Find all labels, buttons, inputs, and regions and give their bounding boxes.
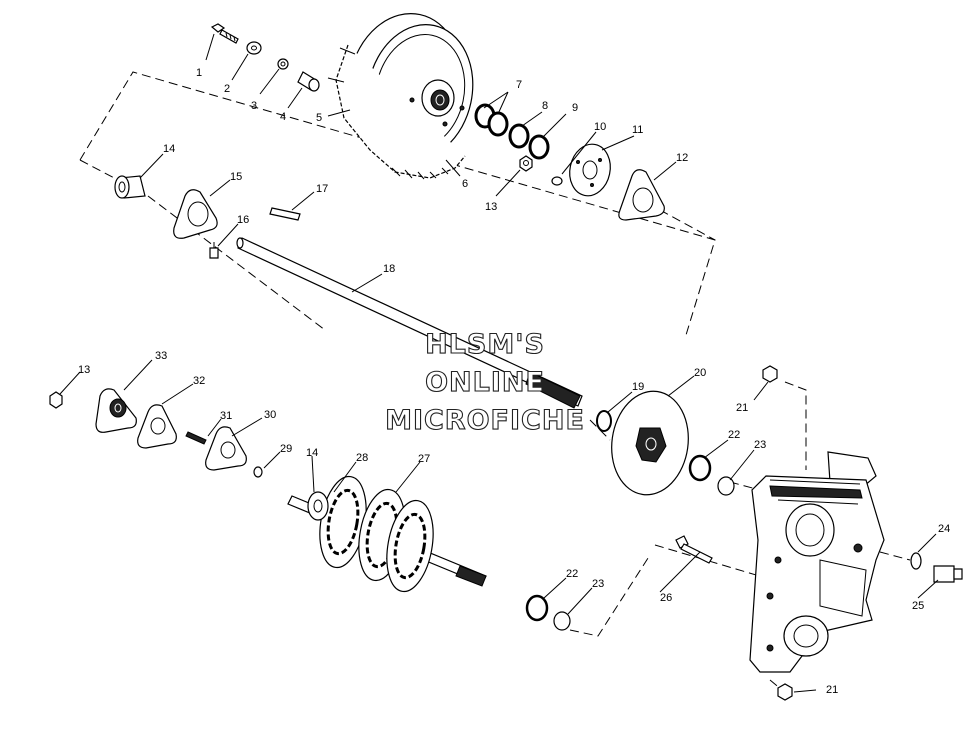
callout-3: 3: [251, 100, 257, 112]
watermark-line-2: ONLINE: [425, 367, 545, 398]
callout-31: 31: [220, 410, 232, 422]
part-14-bearing-upper: [114, 175, 146, 199]
callout-8: 8: [542, 100, 548, 112]
watermark: HLSM'S ONLINE MICROFICHE: [385, 328, 585, 436]
callout-27: 27: [418, 453, 430, 465]
callout-20: 20: [694, 367, 706, 379]
part-8-o-ring: [508, 123, 530, 149]
callout-26: 26: [660, 592, 672, 604]
callout-29: 29: [280, 443, 292, 455]
callout-16: 16: [237, 214, 249, 226]
callout-33: 33: [155, 350, 167, 362]
part-10-washer: [551, 176, 563, 186]
callout-21-lower: 21: [826, 684, 838, 696]
callout-15: 15: [230, 171, 242, 183]
part-22-bearing-upper: [688, 454, 712, 482]
callout-21-upper: 21: [736, 402, 748, 414]
part-13-nut-lower: [49, 391, 63, 409]
callout-11: 11: [632, 124, 643, 136]
watermark-line-1: HLSM'S: [425, 329, 545, 360]
callout-22-upper: 22: [728, 429, 740, 441]
callout-14-lower: 14: [306, 447, 318, 459]
part-16-bolt: [209, 242, 219, 259]
part-20-disc: [611, 390, 689, 496]
callout-14-upper: 14: [163, 143, 175, 155]
callout-4: 4: [280, 111, 286, 123]
callout-12: 12: [676, 152, 688, 164]
part-3-washer: [277, 58, 289, 70]
callout-7: 7: [516, 79, 522, 91]
callout-10: 10: [594, 121, 606, 133]
callout-17: 17: [316, 183, 328, 195]
part-7-o-rings: [474, 103, 509, 137]
part-9-o-ring: [528, 134, 550, 160]
callout-2: 2: [224, 83, 230, 95]
part-31-pin: [185, 431, 207, 445]
part-27-drive-shaft: [287, 475, 487, 593]
part-33-flange: [95, 388, 137, 433]
part-2-washer: [246, 41, 262, 55]
part-21-nut-lower: [777, 683, 793, 701]
callout-30: 30: [264, 409, 276, 421]
part-19-o-ring: [596, 410, 612, 432]
part-1-bolt: [210, 23, 239, 44]
callout-24: 24: [938, 523, 950, 535]
part-18-shaft: [236, 237, 583, 409]
part-28-bearing: [307, 491, 329, 521]
part-13-nut-upper: [519, 155, 533, 172]
part-17-key: [269, 207, 301, 221]
part-26-bolt: [675, 535, 713, 564]
part-23-seal-lower: [553, 611, 571, 631]
callout-25: 25: [912, 600, 924, 612]
part-22-bearing-lower: [525, 594, 549, 622]
watermark-line-3: MICROFICHE: [385, 405, 585, 436]
callout-1: 1: [196, 67, 202, 79]
callout-23-upper: 23: [754, 439, 766, 451]
callout-19: 19: [632, 381, 644, 393]
part-29-spacer: [253, 466, 263, 478]
part-4-bushing: [297, 71, 320, 92]
callout-13-upper: 13: [485, 201, 497, 213]
chaincase-housing: [749, 451, 885, 673]
callout-22-lower: 22: [566, 568, 578, 580]
callout-23-lower: 23: [592, 578, 604, 590]
part-30-flange: [205, 426, 247, 471]
part-21-nut-upper: [762, 365, 778, 383]
callout-28: 28: [356, 452, 368, 464]
part-12-flange: [618, 169, 665, 221]
callout-5: 5: [316, 112, 322, 124]
callout-13-lower: 13: [78, 364, 90, 376]
part-25-bolt: [933, 565, 963, 583]
part-11-plate: [569, 143, 611, 197]
part-23-seal-upper: [717, 476, 735, 496]
leader-lines: [59, 33, 939, 693]
callout-labels: 1 2 3 4 5 6 7 8 9 10 11 12 13 14 15 16 1…: [78, 67, 950, 696]
part-24-washer: [910, 552, 922, 570]
part-15-flange: [173, 189, 218, 239]
callout-6: 6: [462, 178, 468, 190]
callout-9: 9: [572, 102, 578, 114]
callout-32: 32: [193, 375, 205, 387]
part-6-chain: [327, 44, 466, 180]
callout-18: 18: [383, 263, 395, 275]
part-32-gasket: [137, 404, 177, 449]
